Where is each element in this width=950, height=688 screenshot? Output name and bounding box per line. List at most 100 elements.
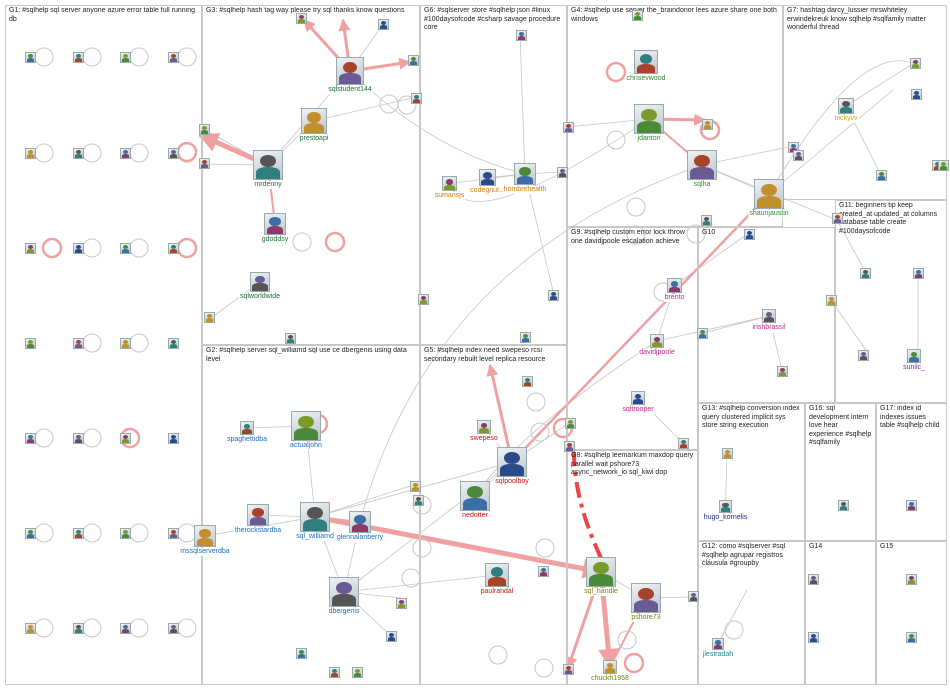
avatar-node-jlestradah[interactable] bbox=[712, 638, 724, 650]
avatar-node[interactable] bbox=[702, 119, 713, 130]
avatar-node-gdoddsy[interactable] bbox=[264, 213, 286, 235]
avatar-node-codegnut[interactable] bbox=[479, 169, 496, 186]
avatar-node[interactable] bbox=[25, 623, 36, 634]
avatar-node-hugo-kornelis[interactable] bbox=[719, 500, 732, 513]
avatar-node-nickyvv[interactable] bbox=[838, 98, 854, 114]
avatar-node[interactable] bbox=[906, 632, 917, 643]
avatar-node[interactable] bbox=[411, 93, 422, 104]
avatar-node[interactable] bbox=[168, 433, 179, 444]
avatar-node[interactable] bbox=[73, 528, 84, 539]
avatar-node[interactable] bbox=[296, 13, 307, 24]
avatar-node[interactable] bbox=[120, 338, 131, 349]
avatar-node[interactable] bbox=[413, 495, 424, 506]
avatar-node-sunilc[interactable] bbox=[907, 349, 921, 363]
avatar-node[interactable] bbox=[73, 623, 84, 634]
avatar-node-sqltrooper[interactable] bbox=[631, 391, 645, 405]
avatar-node[interactable] bbox=[386, 631, 397, 642]
avatar-node[interactable] bbox=[120, 243, 131, 254]
avatar-node[interactable] bbox=[285, 333, 296, 344]
avatar-node-sqlpoolboy[interactable] bbox=[497, 447, 527, 477]
avatar-node-spaghettidba[interactable] bbox=[240, 421, 254, 435]
avatar-node[interactable] bbox=[563, 664, 574, 675]
avatar-node[interactable] bbox=[73, 433, 84, 444]
avatar-node[interactable] bbox=[906, 574, 917, 585]
avatar-node[interactable] bbox=[73, 243, 84, 254]
avatar-node[interactable] bbox=[910, 58, 921, 69]
avatar-node[interactable] bbox=[565, 418, 576, 429]
avatar-node[interactable] bbox=[396, 598, 407, 609]
avatar-node[interactable] bbox=[120, 528, 131, 539]
avatar-node[interactable] bbox=[73, 148, 84, 159]
avatar-node[interactable] bbox=[876, 170, 887, 181]
avatar-node-glennalanberry[interactable] bbox=[349, 511, 371, 533]
avatar-node-irishbrassil[interactable] bbox=[762, 309, 776, 323]
avatar-node[interactable] bbox=[120, 148, 131, 159]
avatar-node[interactable] bbox=[701, 215, 712, 226]
avatar-node-sqlstudent144[interactable] bbox=[336, 57, 364, 85]
avatar-node-mssqlserverdba[interactable] bbox=[194, 525, 216, 547]
avatar-node-sql-williamd[interactable] bbox=[300, 502, 330, 532]
avatar-node[interactable] bbox=[688, 591, 699, 602]
avatar-node[interactable] bbox=[697, 328, 708, 339]
avatar-node-dbergenis[interactable] bbox=[329, 577, 359, 607]
avatar-node[interactable] bbox=[25, 148, 36, 159]
avatar-node-actualjohn[interactable] bbox=[291, 411, 321, 441]
avatar-node[interactable] bbox=[168, 338, 179, 349]
avatar-node[interactable] bbox=[418, 294, 429, 305]
avatar-node[interactable] bbox=[838, 500, 849, 511]
avatar-node[interactable] bbox=[808, 574, 819, 585]
avatar-node[interactable] bbox=[73, 52, 84, 63]
avatar-node-shaunjaustin[interactable] bbox=[754, 179, 784, 209]
avatar-node[interactable] bbox=[199, 124, 210, 135]
avatar-node[interactable] bbox=[906, 500, 917, 511]
avatar-node-hombrehealth[interactable] bbox=[514, 163, 536, 185]
avatar-node[interactable] bbox=[378, 19, 389, 30]
avatar-node-paulrandal[interactable] bbox=[485, 563, 509, 587]
avatar-node[interactable] bbox=[120, 52, 131, 63]
avatar-node[interactable] bbox=[25, 243, 36, 254]
avatar-node[interactable] bbox=[632, 10, 643, 21]
avatar-node-brento[interactable] bbox=[667, 278, 682, 293]
avatar-node-sqlha[interactable] bbox=[687, 150, 717, 180]
avatar-node[interactable] bbox=[168, 243, 179, 254]
avatar-node[interactable] bbox=[120, 433, 131, 444]
avatar-node-sqlworldwide[interactable] bbox=[250, 272, 270, 292]
avatar-node[interactable] bbox=[168, 528, 179, 539]
avatar-node[interactable] bbox=[296, 648, 307, 659]
avatar-node[interactable] bbox=[722, 448, 733, 459]
avatar-node[interactable] bbox=[913, 268, 924, 279]
avatar-node-mrdenny[interactable] bbox=[253, 150, 283, 180]
avatar-node[interactable] bbox=[826, 295, 837, 306]
avatar-node[interactable] bbox=[938, 160, 949, 171]
avatar-node-davidjpoole[interactable] bbox=[650, 334, 664, 348]
avatar-node[interactable] bbox=[516, 30, 527, 41]
avatar-node[interactable] bbox=[564, 441, 575, 452]
avatar-node[interactable] bbox=[744, 229, 755, 240]
avatar-node[interactable] bbox=[522, 376, 533, 387]
avatar-node[interactable] bbox=[168, 623, 179, 634]
avatar-node-chrisevwood[interactable] bbox=[634, 50, 658, 74]
avatar-node-swepeso[interactable] bbox=[477, 420, 491, 434]
avatar-node[interactable] bbox=[408, 55, 419, 66]
avatar-node-therockstardba[interactable] bbox=[247, 504, 269, 526]
avatar-node[interactable] bbox=[548, 290, 559, 301]
avatar-node[interactable] bbox=[168, 52, 179, 63]
avatar-node[interactable] bbox=[329, 667, 340, 678]
avatar-node[interactable] bbox=[860, 268, 871, 279]
avatar-node[interactable] bbox=[520, 332, 531, 343]
avatar-node[interactable] bbox=[832, 213, 843, 224]
avatar-node[interactable] bbox=[563, 122, 574, 133]
avatar-node-jdanton[interactable] bbox=[634, 104, 664, 134]
avatar-node[interactable] bbox=[25, 338, 36, 349]
avatar-node[interactable] bbox=[911, 89, 922, 100]
avatar-node[interactable] bbox=[25, 433, 36, 444]
avatar-node[interactable] bbox=[557, 167, 568, 178]
avatar-node[interactable] bbox=[352, 667, 363, 678]
avatar-node[interactable] bbox=[538, 566, 549, 577]
avatar-node-chuckh1958[interactable] bbox=[603, 660, 617, 674]
avatar-node-sql-handle[interactable] bbox=[586, 557, 616, 587]
avatar-node[interactable] bbox=[777, 366, 788, 377]
avatar-node[interactable] bbox=[73, 338, 84, 349]
avatar-node-sumansjs[interactable] bbox=[442, 176, 457, 191]
avatar-node[interactable] bbox=[25, 528, 36, 539]
